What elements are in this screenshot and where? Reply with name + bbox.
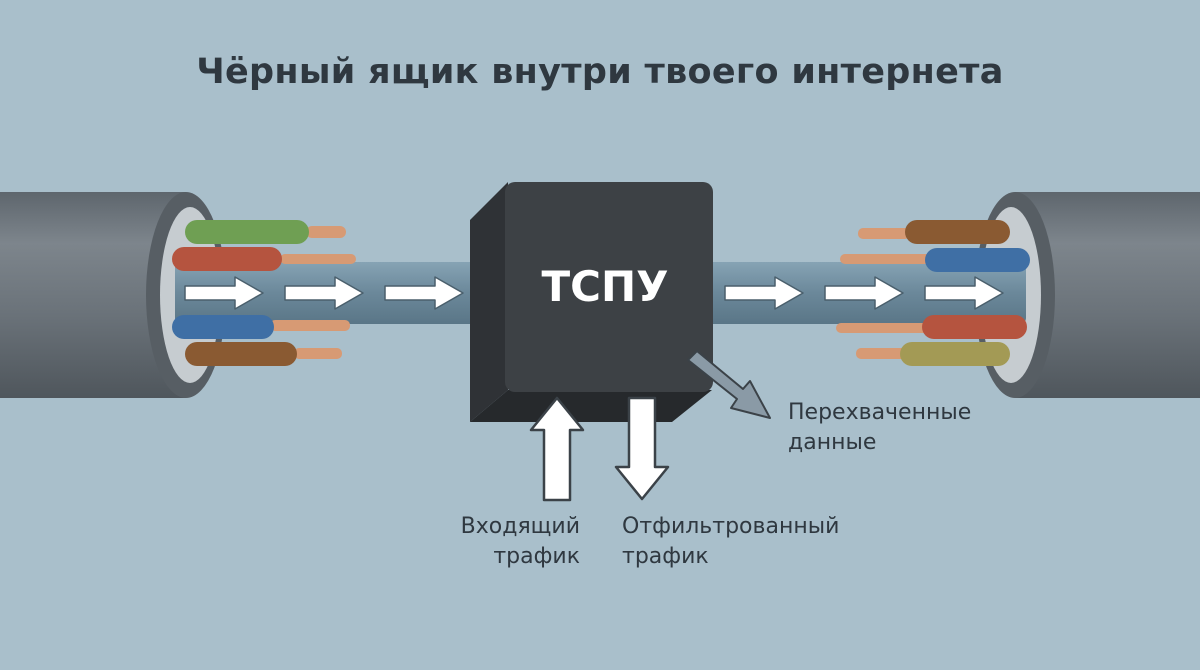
flow-arrows [184, 276, 1004, 310]
right-wires [836, 220, 1030, 366]
right-arrow-icon [384, 276, 464, 310]
right-arrow-icon [184, 276, 264, 310]
wire-red [172, 247, 356, 271]
filtered-traffic-label: Отфильтрованный трафик [622, 512, 902, 572]
wire-green [185, 220, 346, 244]
wire-blue [172, 315, 350, 339]
tspu-label: ТСПУ [541, 262, 669, 311]
left-wires [172, 220, 356, 366]
incoming-traffic-line2: трафик [493, 544, 580, 569]
right-arrow-icon [924, 276, 1004, 310]
intercepted-data-line1: Перехваченные [788, 400, 972, 425]
right-arrow-icon [284, 276, 364, 310]
down-arrow-icon [614, 396, 670, 501]
intercepted-data-label: Перехваченные данные [788, 398, 1028, 458]
filtered-traffic-line2: трафик [622, 544, 709, 569]
wire-brown [185, 342, 342, 366]
diagonal-arrow-icon [687, 350, 771, 419]
diagram-title: Чёрный ящик внутри твоего интернета [196, 52, 1004, 92]
incoming-traffic-label: Входящий трафик [420, 512, 580, 572]
tspu-box-front [505, 182, 713, 392]
filtered-traffic-line1: Отфильтрованный [622, 514, 840, 539]
wire-brown-right [858, 220, 1010, 244]
right-arrow-icon [824, 276, 904, 310]
up-arrow-icon [529, 396, 585, 502]
tspu-box-side [470, 182, 508, 422]
wire-red-right [836, 315, 1027, 339]
incoming-traffic-line1: Входящий [460, 514, 580, 539]
tspu-box-bottom [470, 390, 712, 422]
wire-olive-right [856, 342, 1010, 366]
right-arrow-icon [724, 276, 804, 310]
intercepted-data-line2: данные [788, 430, 877, 455]
wire-blue-right [840, 248, 1030, 272]
